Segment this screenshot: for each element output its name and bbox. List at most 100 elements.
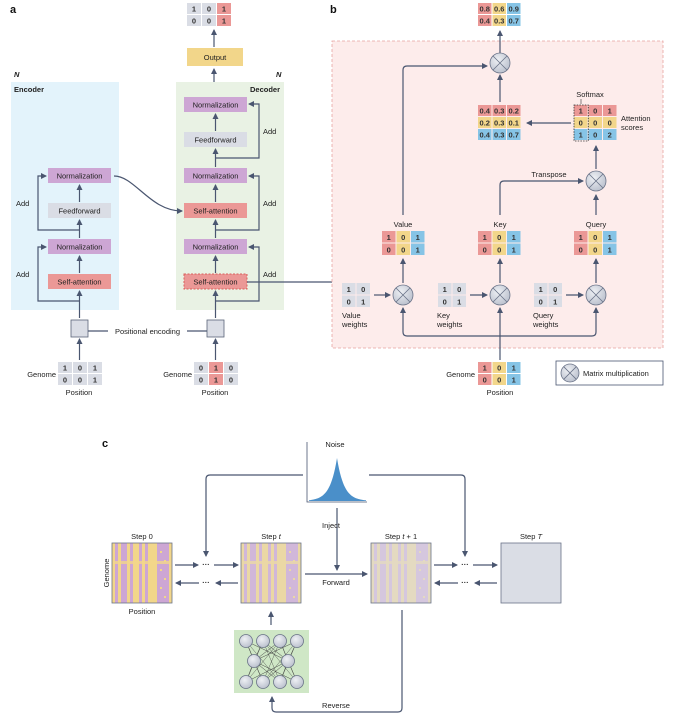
matrix-cell: [574, 231, 588, 243]
matrix-cell: [478, 374, 492, 385]
matrix-cell-value: 0: [457, 285, 461, 294]
nn-node: [256, 675, 270, 689]
matrix-cell: [603, 117, 617, 128]
matrix-cell-value: 0: [483, 245, 487, 254]
matrix-cell: [478, 129, 492, 140]
matrix-cell-value: 0.2: [509, 107, 519, 116]
encoder-add-label: Add: [16, 199, 29, 208]
neural-network-icon: [234, 630, 309, 693]
matrix-cell: [88, 374, 102, 385]
encoder-normalization-2-label: Normalization: [57, 172, 103, 181]
forward-label: Forward: [322, 578, 350, 587]
nn-node: [239, 675, 253, 689]
decoder-add-label: Add: [263, 199, 276, 208]
encoder-normalization-2: [48, 168, 111, 183]
matrix-cell: [478, 105, 492, 116]
matrix-cell: [478, 243, 492, 255]
attention-scores-label-1: Attention: [621, 114, 651, 123]
step-label: Step t + 1: [385, 532, 417, 541]
matrix-cell: [202, 3, 216, 14]
matrix-cell-value: 0: [483, 376, 487, 385]
matrix-cell-value: 1: [192, 5, 196, 14]
matrix-cell-value: 0: [497, 245, 501, 254]
decoder-normalization-2-label: Normalization: [193, 172, 239, 181]
matrix-cell: [224, 374, 238, 385]
matrix-cell-value: 0.1: [509, 119, 519, 128]
genome-axis-label: Genome: [102, 559, 111, 588]
encoder-feedforward-label: Feedforward: [58, 207, 100, 216]
matrix-cell-value: 0: [199, 364, 203, 373]
matrix-cell-value: 0: [579, 119, 583, 128]
step-1: Step t: [240, 532, 302, 604]
matrix-cell-value: 0: [361, 285, 365, 294]
encoder-positional-encoding-node: [70, 319, 89, 338]
panel-a-letter: a: [10, 4, 17, 16]
output-box: [187, 48, 243, 66]
decoder-repeat: N: [276, 70, 282, 79]
matrix-cell-value: 1: [579, 233, 583, 242]
matrix-cell: [574, 105, 588, 116]
matrix-cell-value: 1: [222, 17, 226, 26]
matrix-cell-value: 0.7: [509, 131, 519, 140]
decoder-normalization-1-label: Normalization: [193, 243, 239, 252]
step-3: Step T: [500, 532, 562, 604]
matrix-cell: [492, 3, 506, 14]
matrix-cell: [194, 374, 208, 385]
matrix-cell-value: 1: [443, 285, 447, 294]
step-2: Step t + 1: [370, 532, 432, 604]
matrix-cell-value: 0: [539, 297, 543, 306]
matrix-cell: [452, 295, 466, 307]
step-label: Step 0: [131, 532, 153, 541]
nn-node: [290, 634, 304, 648]
positional-encoding-label: Positional encoding: [115, 327, 180, 336]
decoder-title: Decoder: [250, 85, 280, 94]
matrix-cell: [507, 374, 521, 385]
matrix-cell: [588, 129, 602, 140]
matrix-cell-value: 1: [93, 364, 97, 373]
matrix-cell-value: 0.3: [494, 131, 504, 140]
matrix-cell-value: 0: [593, 107, 597, 116]
matrix-cell-value: 0: [497, 364, 501, 373]
position-label: Position: [487, 388, 514, 397]
value-label: Value: [394, 220, 413, 229]
matrix-cell-value: 1: [222, 5, 226, 14]
inject-label: Inject: [322, 521, 341, 530]
softmax-label: Softmax: [576, 90, 604, 99]
legend-label: Matrix multiplication: [583, 369, 649, 378]
matrix-cell: [73, 374, 87, 385]
matrix-cell: [209, 374, 223, 385]
matrix-cell-value: 2: [608, 131, 612, 140]
matrix-cell: [478, 3, 492, 14]
decoder-genome-label: Genome: [163, 370, 192, 379]
nn-node: [290, 675, 304, 689]
query-weights-label-2: weights: [532, 320, 559, 329]
decoder-normalization-1: [184, 239, 247, 254]
panel-c-letter: c: [102, 438, 108, 450]
ellipsis: ···: [461, 578, 469, 587]
matrix-cell: [217, 3, 231, 14]
matrix-cell-value: 0: [387, 245, 391, 254]
encoder-normalization-1: [48, 239, 111, 254]
matrix-cell-value: 0.2: [480, 119, 490, 128]
matrix-cell-value: 1: [512, 364, 516, 373]
matrix-cell-value: 0: [207, 17, 211, 26]
decoder-panel: [176, 82, 284, 310]
matrix-cell: [411, 231, 425, 243]
step-label: Step t: [261, 532, 282, 541]
matrix-cell-value: 1: [483, 233, 487, 242]
matrix-cell: [438, 295, 452, 307]
matrix-cell: [478, 15, 492, 26]
matrix-cell-value: 0.7: [509, 17, 519, 26]
nn-node: [256, 634, 270, 648]
decoder-self-attention-label: Self-attention: [193, 278, 237, 287]
matrix-cell: [187, 15, 201, 26]
matrix-cell: [492, 129, 506, 140]
key-weights-label-1: Key: [437, 311, 450, 320]
matrix-cell: [396, 243, 410, 255]
